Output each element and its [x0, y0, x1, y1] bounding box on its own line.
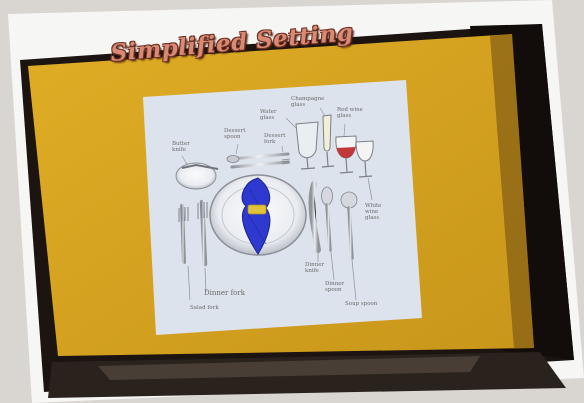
napkin-ring	[248, 205, 266, 214]
label-dinner-knife: Dinner knife	[305, 263, 329, 275]
label-red-wine-glass: Red wine glass	[337, 108, 371, 120]
label-white-wine-glass: White wine glass	[365, 204, 389, 221]
label-dessert-spoon: Dessert spoon	[224, 129, 248, 141]
label-water-glass: Water glass	[260, 110, 282, 122]
label-dessert-fork: Dessert fork	[264, 134, 288, 146]
label-butter-knife: Butter knife	[172, 142, 194, 154]
label-dinner-fork: Dinner fork	[204, 290, 245, 297]
label-dinner-spoon: Dinner spoon	[325, 282, 349, 294]
label-soup-spoon: Soup spoon	[345, 302, 377, 308]
label-salad-fork: Salad fork	[190, 306, 219, 312]
label-champagne-glass: Champagne glass	[291, 97, 325, 109]
